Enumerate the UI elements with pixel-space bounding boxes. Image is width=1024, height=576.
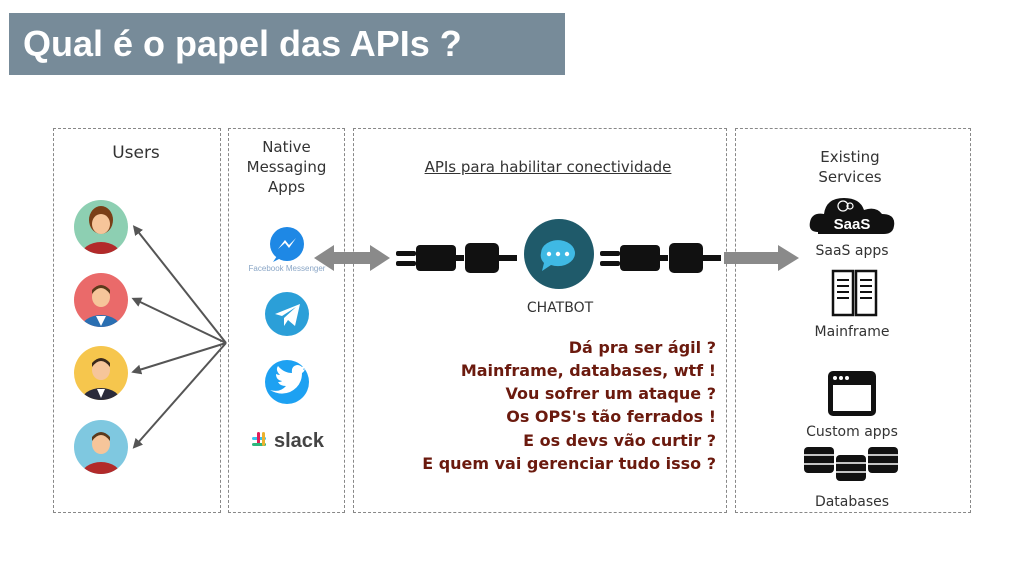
saas-cloud-icon <box>809 198 895 234</box>
custom-apps-label: Custom apps <box>806 424 898 440</box>
question-line: Vou sofrer um ataque ? <box>505 384 716 403</box>
custom-app-window-icon <box>828 371 876 416</box>
saas-badge: SaaS <box>834 216 871 233</box>
chatbot-label: CHATBOT <box>527 300 594 316</box>
services-label: Existing Services <box>800 147 900 187</box>
telegram-icon <box>265 292 309 336</box>
question-line: Dá pra ser ágil ? <box>568 338 716 357</box>
arrow-right <box>724 245 799 271</box>
socket-icon <box>669 243 721 273</box>
user-avatar <box>74 273 128 327</box>
question-line: E os devs vão curtir ? <box>523 431 716 450</box>
user-avatar <box>74 346 128 400</box>
apps-panel <box>228 128 345 513</box>
question-line: Mainframe, databases, wtf ! <box>460 361 716 380</box>
databases-label: Databases <box>815 494 889 510</box>
user-avatar <box>74 420 128 474</box>
plug-icon <box>600 245 668 271</box>
double-arrow-left <box>314 245 390 271</box>
users-panel <box>53 128 221 513</box>
services-label-line: Existing <box>820 148 880 166</box>
mainframe-icon <box>831 269 878 317</box>
services-panel <box>735 128 971 513</box>
messenger-caption: Facebook Messenger <box>249 264 326 273</box>
apps-label: Native Messaging Apps <box>230 137 343 197</box>
mainframe-label: Mainframe <box>815 324 890 340</box>
user-connection-arrows <box>131 225 227 449</box>
database-icon <box>804 447 898 481</box>
title-bar: Qual é o papel das APIs ? <box>9 13 565 75</box>
apps-label-line: Apps <box>267 178 306 196</box>
socket-icon <box>465 243 517 273</box>
plug-icon <box>396 245 464 271</box>
apps-label-line: Native <box>262 138 311 156</box>
page-title: Qual é o papel das APIs ? <box>23 23 462 64</box>
chatbot-icon <box>524 219 594 289</box>
messenger-icon <box>270 227 304 262</box>
apps-label-line: Messaging <box>246 158 327 176</box>
user-avatar <box>74 200 128 254</box>
saas-apps-label: SaaS apps <box>815 243 888 259</box>
twitter-icon <box>265 360 309 404</box>
apis-panel <box>353 128 727 513</box>
question-line: E quem vai gerenciar tudo isso ? <box>422 454 716 473</box>
slack-icon <box>252 432 266 446</box>
apis-label: APIs para habilitar conectividade <box>424 158 672 176</box>
services-label-line: Services <box>818 168 882 186</box>
slack-label: slack <box>274 430 325 452</box>
question-line: Os OPS's tão ferrados ! <box>506 407 716 426</box>
users-label: Users <box>112 143 160 163</box>
